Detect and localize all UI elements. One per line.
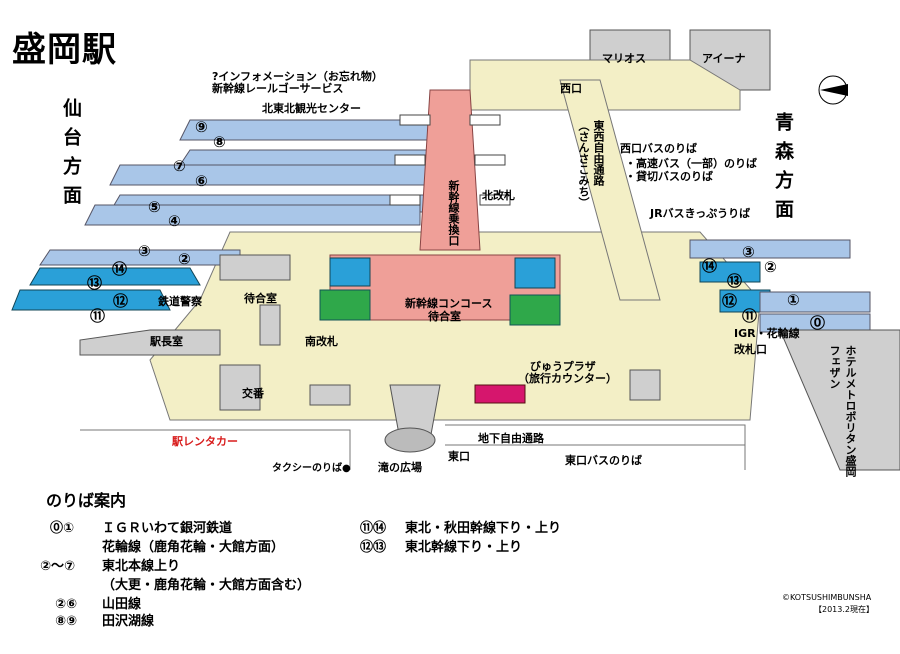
legend-right-0-text: 東北・秋田幹線下り・上り xyxy=(405,521,562,536)
nishiguchi-bus-1: ・高速バス（一部）のりば xyxy=(625,157,757,170)
mariosu-label: マリオス xyxy=(602,52,646,65)
shinkansen-transfer-tower xyxy=(419,89,481,251)
legend-row-2-num: ②〜⑦ xyxy=(40,559,76,574)
chika-road-label: 地下自由通路 xyxy=(478,432,544,445)
platform-left-9: ⑨ xyxy=(195,118,208,136)
platform-left-8: ⑧ xyxy=(213,133,226,151)
copyright: ©KOTSUSHIMBUNSHA xyxy=(782,593,872,602)
platform-right-0: ⓪ xyxy=(810,314,826,332)
nishiguchi-label: 西口 xyxy=(560,82,582,95)
top-buildings xyxy=(469,29,771,111)
igr-kaisatsu-label: IGR・花輪線改札口 xyxy=(734,327,800,356)
platform-left-5: ⑤ xyxy=(148,198,161,216)
legend-row-5-num: ⑧⑨ xyxy=(55,614,78,629)
nishiguchi-bus-title: 西口バスのりば xyxy=(620,142,697,155)
legend-right-0-num: ⑪⑭ xyxy=(360,521,387,536)
pyuu-plaza-label: びゅうプラザ xyxy=(530,360,596,373)
taxi-label: タクシーのりば● xyxy=(272,463,351,474)
legend-title: のりば案内 xyxy=(46,491,127,510)
platform-right-11: ⑪ xyxy=(742,307,758,325)
nishiguchi-bus-2: ・貸切バスのりば xyxy=(625,170,713,183)
platform-right-12: ⑫ xyxy=(722,292,738,310)
platform-right-14: ⑭ xyxy=(702,257,718,275)
rail-go-label: 新幹線レールゴーサービス xyxy=(212,82,344,95)
ekichoshitsu-label: 駅長室 xyxy=(150,335,183,348)
waiting-room-green-right xyxy=(509,294,561,326)
platform-right-2: ② xyxy=(764,258,777,276)
platform-left-2: ② xyxy=(178,250,191,268)
legend-row-1-text: 花輪線（鹿角花輪・大館方面） xyxy=(102,540,285,555)
machiaishitsu-2-label: 待合室 xyxy=(428,310,461,323)
legend-row-3-text: （大更・鹿角花輪・大館方面含む） xyxy=(102,578,311,593)
info-label: ?インフォメーション（お忘れ物） xyxy=(212,70,383,83)
legend-row-2-text: 東北本線上り xyxy=(102,559,181,574)
platform-left-7: ⑦ xyxy=(173,157,186,175)
shinkansen-transfer-label: 新幹線乗換口 xyxy=(447,180,460,246)
tozai-road-label: 東西自由通路 xyxy=(592,120,605,186)
left-buildings xyxy=(79,254,661,411)
eki-rentacar-label: 駅レンタカー xyxy=(172,435,238,448)
direction-sendai: 仙台方面 xyxy=(60,98,82,214)
date-note: 【2013.2現在】 xyxy=(814,605,874,614)
platform-right-1: ① xyxy=(787,291,800,309)
tozai-road xyxy=(559,79,661,301)
pyuu-plaza-block xyxy=(474,384,526,404)
minami-kaisatsu-label: 南改札 xyxy=(305,335,338,348)
tozai-road-kana: （さんさこみち） xyxy=(577,120,590,208)
legend-row-5-text: 田沢湖線 xyxy=(102,614,155,629)
platform-right-3: ③ xyxy=(742,243,755,261)
ryoko-counter-label: （旅行カウンター） xyxy=(518,372,617,385)
taki-hiroba-label: 滝の広場 xyxy=(378,461,422,474)
platform-left-3: ③ xyxy=(138,242,151,260)
concourse-label: 新幹線コンコース xyxy=(405,297,493,310)
direction-aomori: 青森方面 xyxy=(772,112,794,228)
aina-label: アイーナ xyxy=(702,52,746,65)
hotel-block xyxy=(779,329,900,471)
page-title: 盛岡駅 xyxy=(12,30,117,70)
kita-kaisatsu-label: 北改札 xyxy=(482,189,515,202)
kitatohoku-label: 北東北観光センター xyxy=(262,102,361,115)
legend-right-1-text: 東北幹線下り・上り xyxy=(405,540,523,555)
legend-row-0-text: ＩＧＲいわて銀河鉄道 xyxy=(102,521,233,536)
higashiguchi-bus-label: 東口バスのりば xyxy=(565,454,642,467)
legend-right-1-num: ⑫⑬ xyxy=(360,540,387,555)
platform-left-12: ⑫ xyxy=(113,292,129,310)
tetsudo-keisatsu-label: 鉄道警察 xyxy=(158,295,202,308)
right-platforms xyxy=(689,239,871,333)
legend-row-4-text: 山田線 xyxy=(102,597,142,612)
platform-left-6: ⑥ xyxy=(195,172,208,190)
platform-right-13: ⑬ xyxy=(727,272,743,290)
waiting-room-green-left xyxy=(319,289,371,321)
legend-row-4-num: ②⑥ xyxy=(55,597,78,612)
platform-left-4: ④ xyxy=(168,212,181,230)
platform-left-14: ⑭ xyxy=(112,260,128,278)
higashiguchi-label: 東口 xyxy=(448,450,470,463)
platform-left-11: ⑪ xyxy=(90,307,106,325)
jr-bus-label: JRバスきっぷうりば xyxy=(650,207,751,220)
left-platforms xyxy=(11,119,471,311)
platform-left-13: ⑬ xyxy=(87,274,103,292)
koban-label: 交番 xyxy=(242,387,264,400)
hotel-label: ホテルメトロポリタン盛岡 xyxy=(844,345,857,477)
legend-row-0-num: ⓪① xyxy=(50,521,75,536)
machiaishitsu-1-label: 待合室 xyxy=(244,292,277,305)
fesan-label: フェザン xyxy=(828,345,841,389)
